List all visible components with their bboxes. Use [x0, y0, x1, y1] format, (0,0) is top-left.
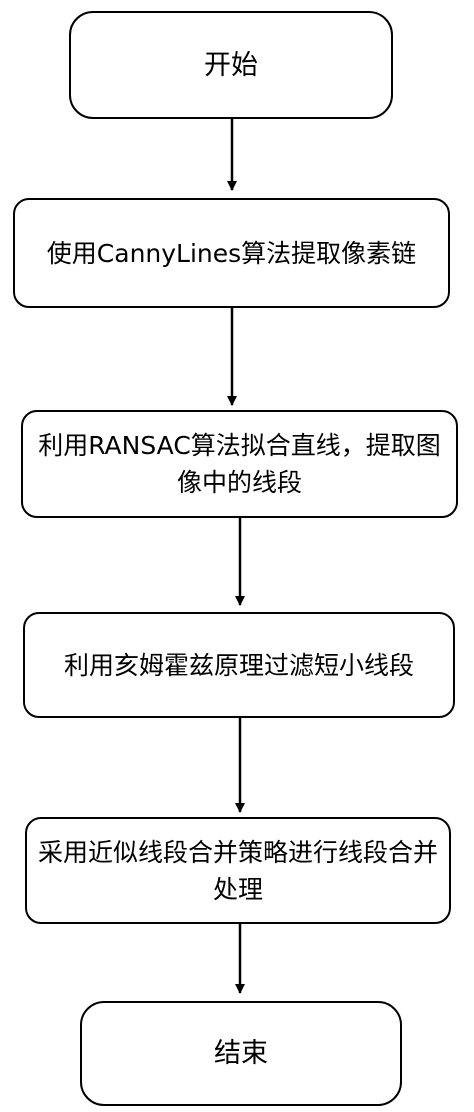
start-node-label: 开始 — [204, 49, 258, 81]
step-segment-merge: 采用近似线段合并策略进行线段合并处理 — [25, 817, 451, 924]
end-node-label: 结束 — [214, 1038, 268, 1069]
step-extract-pixel-chains-label: 使用CannyLines算法提取像素链 — [46, 238, 417, 268]
step-extract-pixel-chains: 使用CannyLines算法提取像素链 — [13, 198, 450, 308]
step-ransac-line-fitting: 利用RANSAC算法拟合直线，提取图像中的线段 — [21, 410, 458, 518]
start-node: 开始 — [69, 11, 393, 119]
step-helmholtz-filter: 利用亥姆霍兹原理过滤短小线段 — [23, 612, 455, 718]
step-helmholtz-filter-label: 利用亥姆霍兹原理过滤短小线段 — [63, 650, 414, 680]
step-ransac-line-fitting-label: 利用RANSAC算法拟合直线，提取图像中的线段 — [38, 431, 441, 497]
end-node: 结束 — [80, 1001, 402, 1106]
step-segment-merge-label: 采用近似线段合并策略进行线段合并处理 — [37, 837, 438, 904]
